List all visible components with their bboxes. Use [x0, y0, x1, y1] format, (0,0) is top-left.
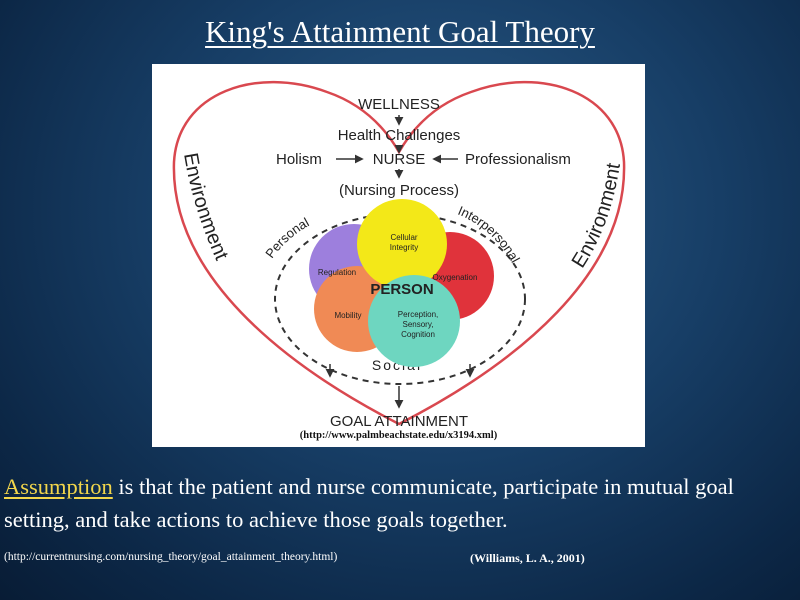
source-url: (http://currentnursing.com/nursing_theor…: [4, 551, 338, 563]
assumption-term: Assumption: [4, 474, 113, 499]
circle-perception: [368, 275, 460, 367]
wellness-label: WELLNESS: [358, 96, 440, 113]
professionalism-label: Professionalism: [465, 151, 571, 168]
slide-title: King's Attainment Goal Theory: [205, 14, 595, 49]
source-citation: (Williams, L. A., 2001): [470, 551, 585, 565]
nursing-process-label: (Nursing Process): [339, 182, 459, 199]
assumption-paragraph: Assumption is that the patient and nurse…: [4, 470, 794, 536]
diagram-canvas: Environment Environment WELLNESS Health …: [172, 80, 626, 430]
regulation-label: Regulation: [318, 268, 356, 277]
sensory-label: Sensory,: [403, 320, 434, 329]
holism-label: Holism: [276, 151, 322, 168]
mobility-label: Mobility: [334, 311, 361, 320]
assumption-text: is that the patient and nurse communicat…: [4, 474, 734, 532]
oxygenation-label: Oxygenation: [433, 273, 478, 282]
goal-attainment-label: GOAL ATTAINMENT: [330, 413, 468, 430]
circle-cellular-integrity: [357, 199, 447, 289]
cellular-label: Cellular: [390, 233, 417, 242]
nurse-label: NURSE: [373, 151, 426, 168]
cognition-label: Cognition: [401, 330, 435, 339]
health-challenges-label: Health Challenges: [338, 127, 461, 144]
personal-label: Personal: [262, 214, 311, 260]
figure-credit: (http://www.palmbeachstate.edu/x3194.xml…: [299, 430, 498, 441]
perception-label: Perception,: [398, 310, 438, 319]
integrity-label: Integrity: [390, 243, 418, 252]
person-label: PERSON: [370, 281, 433, 298]
theory-diagram: Environment Environment WELLNESS Health …: [152, 64, 645, 447]
environment-left-label: Environment: [179, 151, 232, 264]
